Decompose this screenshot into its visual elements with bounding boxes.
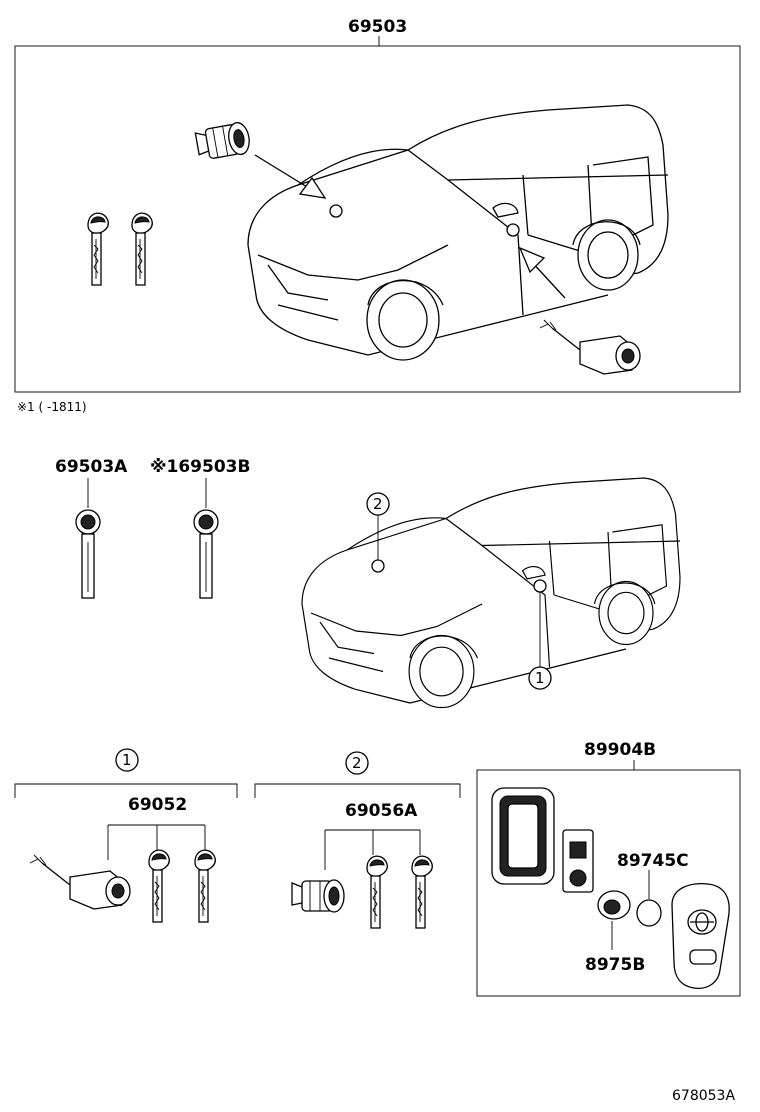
callout-1: 1 [535,669,545,687]
diagram-code: 678053A [672,1088,735,1104]
hood-cylinder-top[interactable] [194,120,253,163]
hood-point-middle [371,559,385,573]
part-69056A-label[interactable]: 69056A [345,801,418,821]
key-69503A[interactable] [75,509,101,599]
part-69052-label[interactable]: 69052 [128,795,187,815]
callout-circle-1 [528,666,552,690]
arrow-to-door [518,246,566,299]
vehicle-illustration-top [247,104,669,361]
group-2-label: 2 [352,754,362,772]
assembly-box-69503 [14,45,741,393]
group-bracket-1 [14,783,238,798]
key-fob-circuit-board[interactable] [562,829,594,893]
part-69503-label[interactable]: 69503 [348,17,407,37]
vehicle-illustration-middle [301,477,681,709]
battery-cell[interactable] [636,899,662,927]
door-cylinder-top[interactable] [539,319,641,375]
door-cylinder-69052[interactable] [29,854,131,910]
key-69052-1[interactable] [148,849,170,923]
key-69056A-2[interactable] [411,855,433,929]
door-lock-point [506,223,520,237]
door-point-middle [533,579,547,593]
part-8975B-label[interactable]: 8975B [585,955,645,975]
assembly-box-89904B [476,769,741,997]
battery-holder[interactable] [597,890,631,920]
callout-circle-2 [366,492,390,516]
hood-cylinder-69056A[interactable] [291,879,345,913]
leader-69056A [324,829,421,870]
key-top-1[interactable] [87,212,109,286]
part-89904B-label[interactable]: 89904B [584,740,656,760]
group-circle-1 [115,748,139,772]
key-fob-transmitter[interactable] [671,882,730,990]
key-top-2[interactable] [131,212,153,286]
part-69503B-label[interactable]: ※169503B [150,457,250,477]
part-89745C-label[interactable]: 89745C [617,851,689,871]
part-69503A-label[interactable]: 69503A [55,457,128,477]
hood-lock-point [329,204,343,218]
group-bracket-2 [254,783,461,798]
group-1-label: 1 [122,751,132,769]
arrow-to-hood [254,154,327,199]
key-fob-case-inner[interactable] [491,787,555,885]
key-69056A-1[interactable] [366,855,388,929]
key-69503B[interactable] [193,509,219,599]
callout-2: 2 [373,495,383,513]
footnote: ※1 ( -1811) [17,400,87,414]
group-circle-2 [345,751,369,775]
leader-69052 [107,824,206,860]
key-69052-2[interactable] [194,849,216,923]
